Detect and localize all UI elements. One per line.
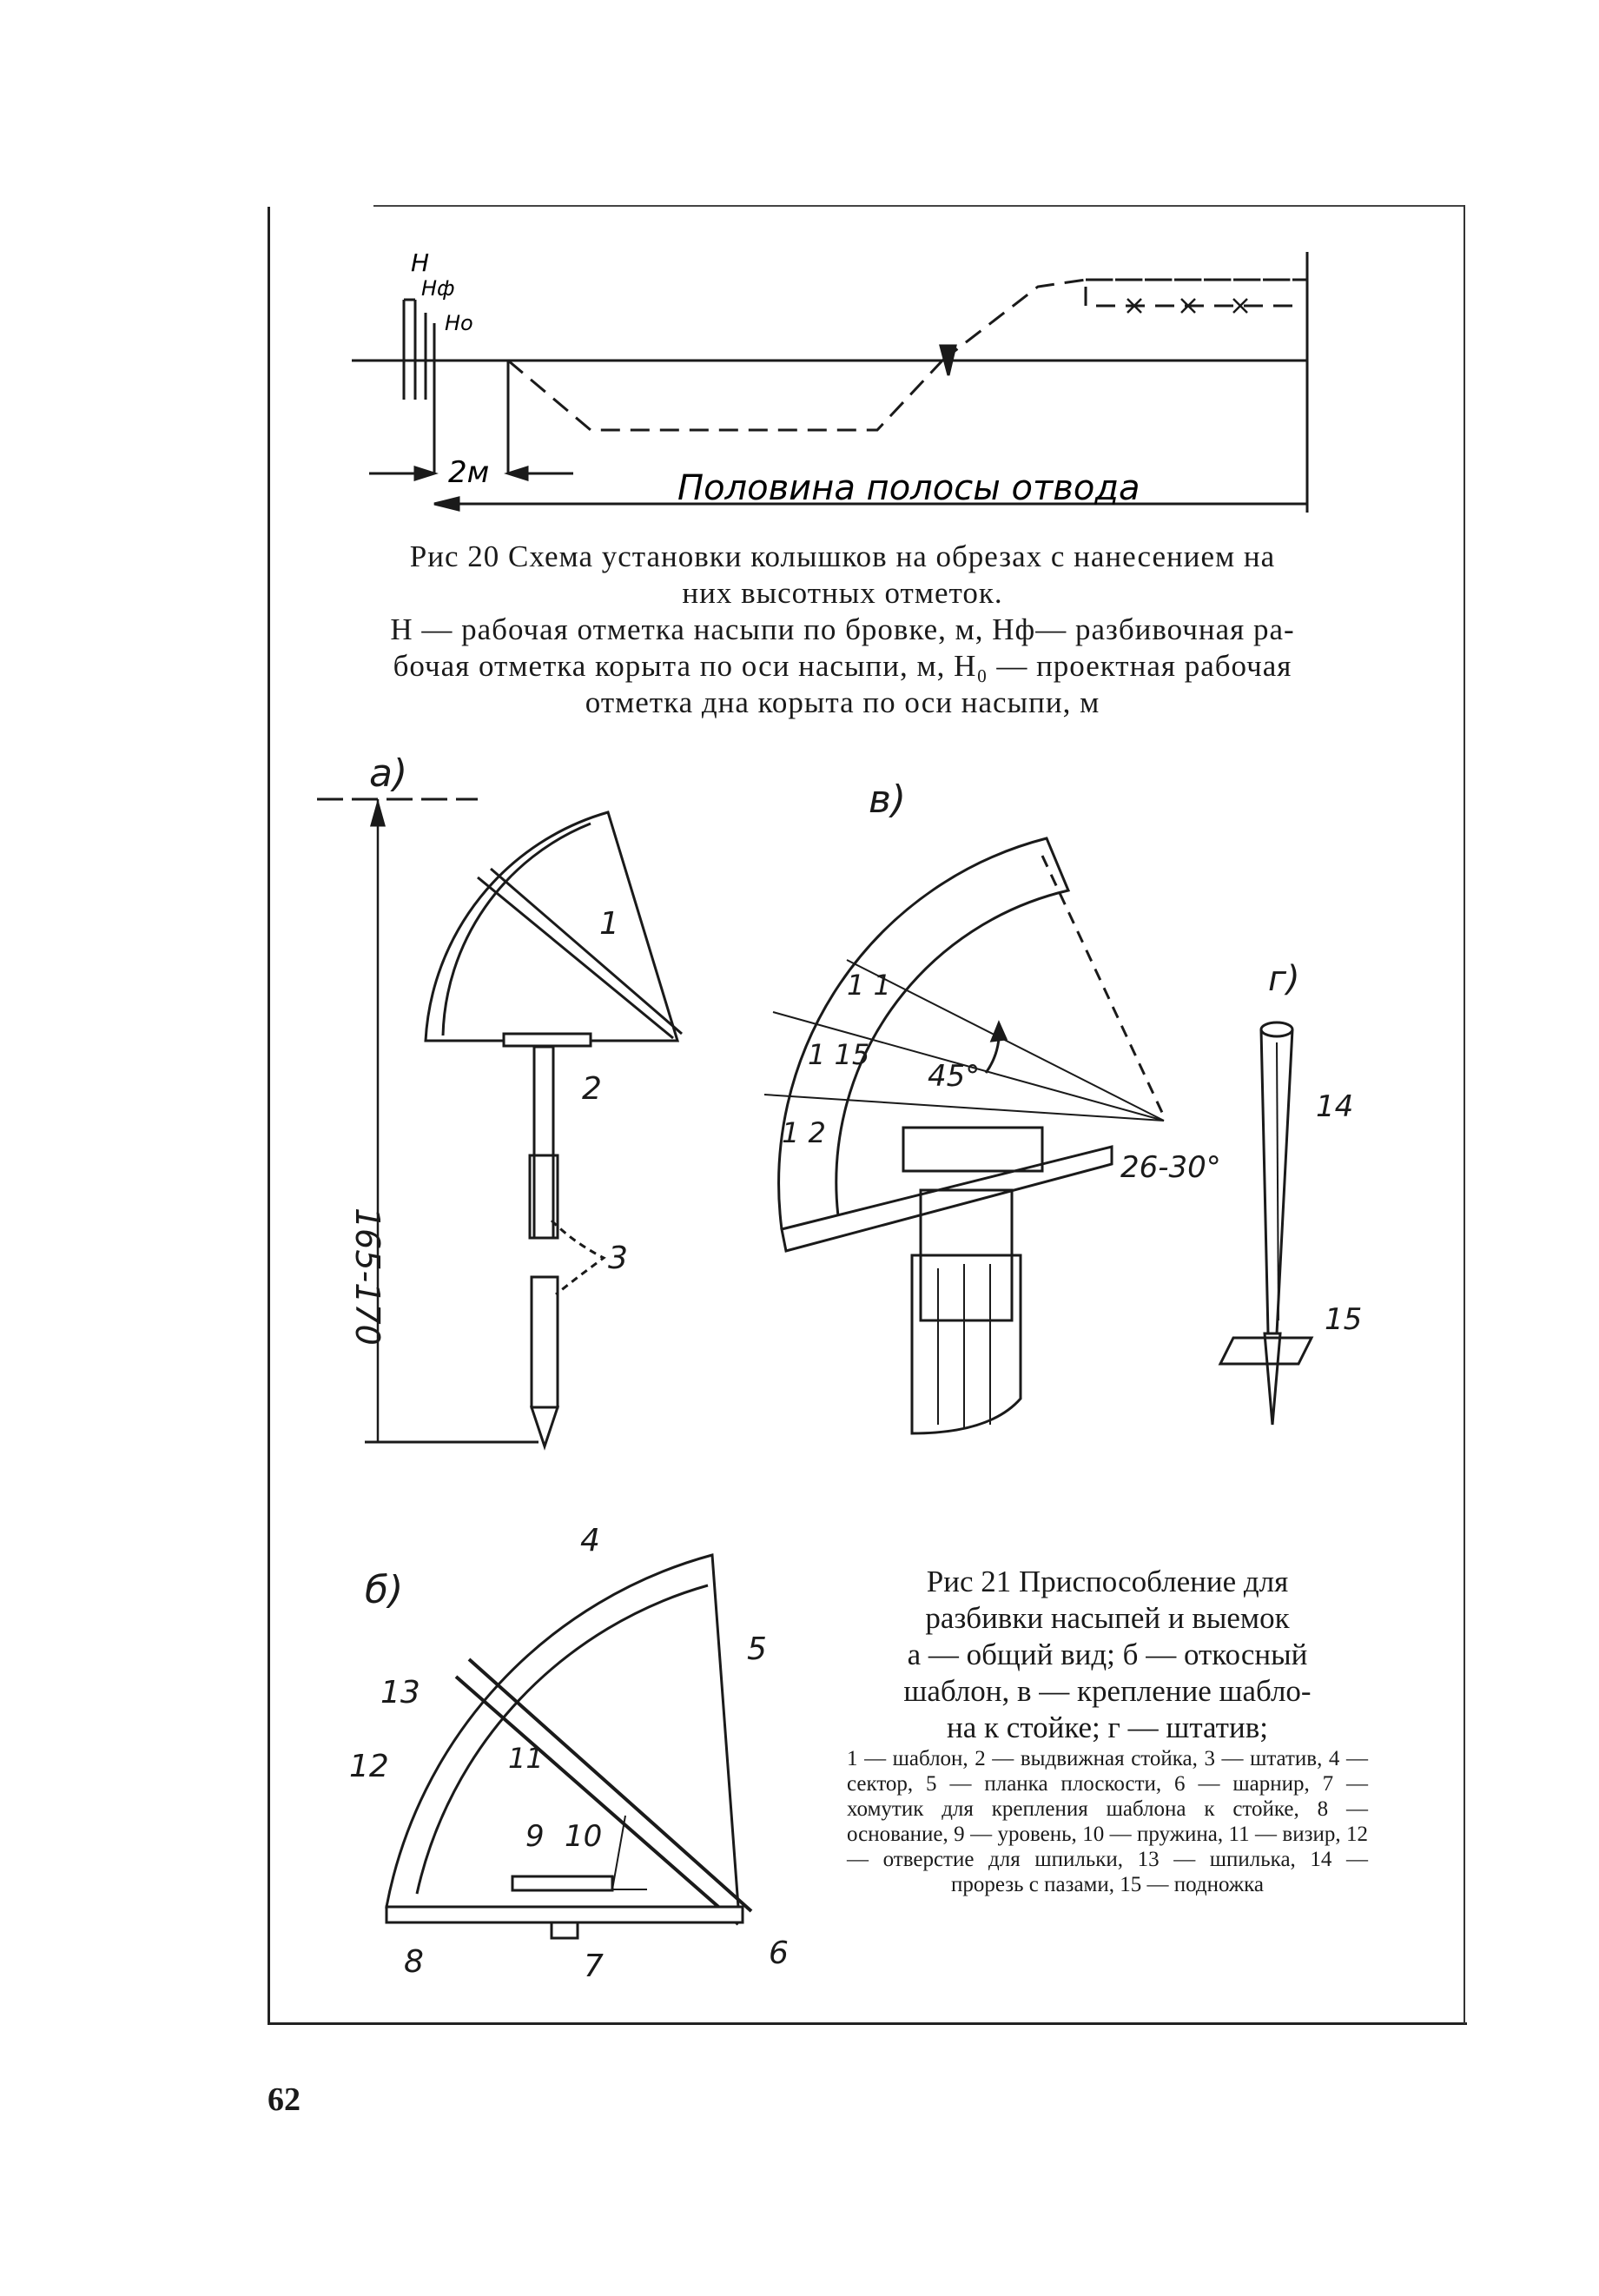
caption-line: а — общий вид; б — откосный (907, 1638, 1308, 1671)
label-10: 10 (565, 1819, 602, 1854)
label-2m: 2м (448, 455, 489, 490)
stake-crosses (1127, 298, 1248, 314)
caption-line: бочая отметка корыта по оси насыпи, м, H… (393, 649, 1292, 683)
visor-bar (467, 1657, 753, 1913)
label-12: 12 (349, 1749, 389, 1784)
label-15: 15 (1325, 1302, 1362, 1337)
sublabel-a: а) (369, 751, 407, 796)
caption-line: H — рабочая отметка насыпи по бровке, м,… (390, 612, 1295, 646)
trough-profile (507, 359, 944, 432)
sight-bar (477, 876, 674, 1040)
label-7: 7 (584, 1949, 604, 1984)
tripod-spike (529, 1406, 560, 1451)
frame-right-line (1464, 205, 1465, 2024)
label-115: 1 15 (808, 1038, 869, 1071)
view-b-slope-template (385, 1553, 753, 1940)
height-label: 165-170 (348, 1208, 387, 1346)
label-h0: Ho (445, 311, 473, 335)
sublabel-v: в) (869, 777, 906, 822)
label-2: 2 (582, 1071, 602, 1107)
caption-line: отметка дна корыта по оси насыпи, м (585, 685, 1100, 719)
label-4: 4 (580, 1523, 600, 1558)
marker-peg (939, 344, 957, 376)
caption-line: разбивки насыпей и выемок (925, 1601, 1290, 1635)
template-sector (424, 811, 680, 1042)
angle-45: 45° (928, 1059, 980, 1094)
page-frame (268, 207, 1467, 2025)
label-6: 6 (769, 1935, 789, 1971)
view-g-tripod (1218, 1021, 1314, 1426)
base-plate (780, 1145, 1113, 1253)
angle-26-30: 26-30° (1120, 1150, 1221, 1185)
label-hf: Hф (421, 276, 455, 301)
label-13: 13 (380, 1675, 420, 1710)
label-1: 1 (599, 906, 619, 942)
tripod-tip (1263, 1332, 1282, 1426)
sublabel-b: б) (365, 1568, 403, 1612)
page-number: 62 (268, 2081, 301, 2118)
label-11-b: 11 (508, 1742, 544, 1775)
view-a-general (317, 797, 683, 1451)
slope-sector (385, 1553, 740, 1909)
label-8: 8 (404, 1944, 424, 1980)
label-half-strip: Половина полосы отвода (677, 468, 1140, 508)
label-h: H (411, 248, 429, 277)
embankment-profile (942, 278, 1307, 362)
post-mount (910, 1254, 1022, 1435)
caption-line: Рис 21 Приспособление для (926, 1565, 1289, 1598)
label-12-v: 1 2 (782, 1116, 826, 1149)
caption-line: на к стойке; г — штатив; (947, 1710, 1268, 1744)
figure-20-caption: Рис 20 Схема установки колышков на обрез… (330, 539, 1355, 721)
base-bar (385, 1905, 744, 1924)
caption-line: Рис 20 Схема установки колышков на обрез… (409, 539, 1276, 573)
label-11: 1 1 (847, 969, 891, 1002)
view-v-mounting (763, 837, 1166, 1435)
sublabel-g: г) (1268, 959, 1300, 999)
label-9: 9 (525, 1819, 545, 1854)
label-5: 5 (747, 1631, 767, 1667)
label-14: 14 (1316, 1089, 1353, 1124)
label-3: 3 (608, 1241, 628, 1276)
figure-21-caption: Рис 21 Приспособление для разбивки насып… (847, 1564, 1368, 1746)
level-block (902, 1126, 1044, 1173)
frame-top-line (373, 205, 1464, 207)
figure-21-legend: 1 — шаблон, 2 — выдвижная стойка, 3 — шт… (847, 1747, 1368, 1896)
caption-line: шаблон, в — крепление шабло- (903, 1674, 1312, 1708)
sector-arc (777, 837, 1071, 1230)
caption-line: них высотных отметок. (682, 576, 1003, 610)
sliding-post (532, 1045, 555, 1240)
